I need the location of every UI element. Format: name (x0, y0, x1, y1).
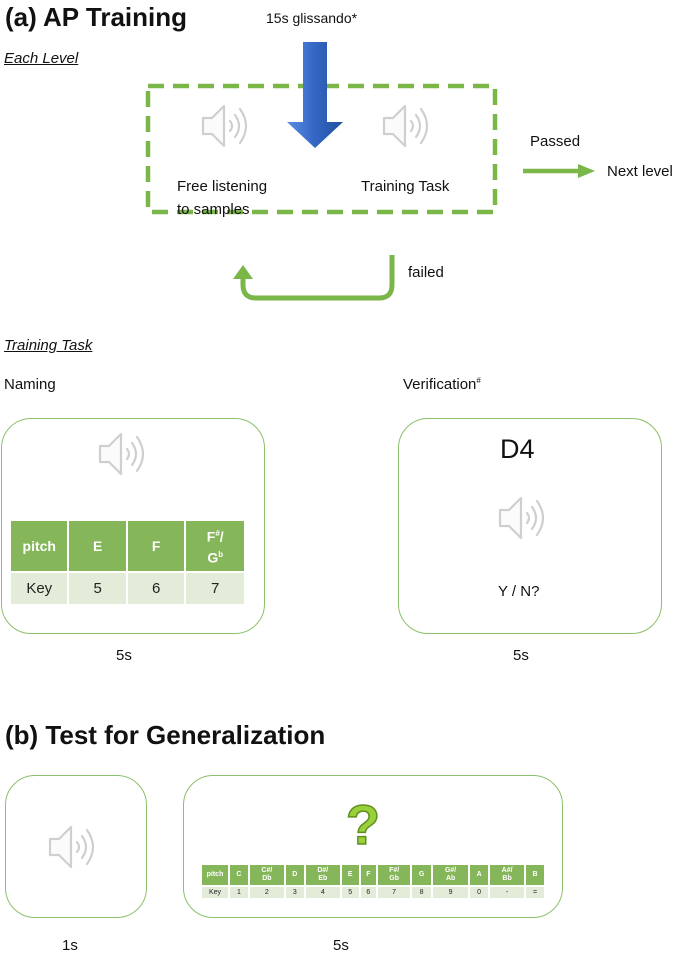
training-task-title: Training Task (4, 337, 93, 354)
table-cell: = (524, 885, 546, 900)
table-header-cell: B (524, 863, 546, 887)
free-listening-line1: Free listening (177, 178, 268, 195)
table-cell: 1 (228, 885, 250, 900)
table-header-cell: E (67, 519, 128, 573)
table-cell: 5 (339, 885, 361, 900)
table-header-cell: D (283, 863, 306, 887)
verification-prompt: Y / N? (498, 583, 540, 600)
speaker-icon (48, 825, 95, 869)
speaker-icon (98, 432, 145, 476)
naming-table: pitch E F F#/Gb Key 5 6 7 (8, 519, 246, 606)
table-header-cell: F (125, 519, 187, 573)
table-header-cell: pitch (200, 863, 230, 887)
speaker-icon (382, 104, 429, 148)
table-header-cell: pitch (8, 519, 70, 573)
table-header-cell: A (468, 863, 491, 887)
question-mark: ? (346, 794, 380, 854)
table-header-cell: G (410, 863, 433, 887)
section-a-title: (a) AP Training (5, 2, 188, 32)
table-header-cell: C (228, 863, 250, 887)
response-time: 5s (333, 937, 349, 954)
table-header-cell: F#/Gb (376, 863, 413, 887)
speaker-icon (201, 104, 248, 148)
table-header-cell: F (358, 863, 379, 887)
speaker-icon (498, 496, 545, 540)
verification-box (398, 418, 662, 634)
next-level-label: Next level (607, 163, 673, 180)
table-header-cell: D#/Eb (303, 863, 342, 887)
loop-arrow-icon (240, 255, 395, 301)
table-cell: 5 (67, 571, 128, 606)
passed-label: Passed (530, 133, 581, 150)
table-cell: 7 (376, 885, 413, 900)
table-header-cell: E (339, 863, 361, 887)
naming-time: 5s (116, 647, 132, 664)
table-cell: Key (200, 885, 230, 900)
table-cell: - (488, 885, 527, 900)
stimulus-time: 1s (62, 937, 78, 954)
table-cell: 2 (247, 885, 286, 900)
table-cell: 3 (283, 885, 306, 900)
table-cell: 0 (468, 885, 491, 900)
table-header-cell: C#/Db (247, 863, 286, 887)
table-cell: 4 (303, 885, 342, 900)
each-level-label: Each Level (4, 50, 79, 67)
verification-label: Verification# (403, 376, 481, 393)
down-arrow-icon (287, 42, 343, 148)
level-diagram (145, 42, 595, 301)
table-cell: 7 (184, 571, 246, 606)
training-task-box-label: Training Task (361, 178, 450, 195)
verification-note: D4 (500, 434, 535, 464)
stimulus-box (5, 775, 147, 918)
table-header-cell: A#/Bb (488, 863, 527, 887)
table-cell: 6 (358, 885, 379, 900)
failed-label: failed (408, 264, 444, 281)
question-icon: ? (345, 794, 381, 854)
table-header-cell: F#/Gb (184, 519, 246, 573)
table-cell: 9 (430, 885, 471, 900)
section-b-title: (b) Test for Generalization (5, 720, 326, 750)
table-cell: 8 (410, 885, 433, 900)
glissando-label: 15s glissando* (266, 10, 358, 26)
naming-label: Naming (4, 376, 56, 393)
table-cell: 6 (125, 571, 187, 606)
table-header-cell: G#/Ab (430, 863, 471, 887)
table-cell: Key (8, 571, 70, 606)
free-listening-line2: to samples (177, 201, 250, 218)
level-dashed-box (145, 83, 498, 215)
verification-time: 5s (513, 647, 529, 664)
